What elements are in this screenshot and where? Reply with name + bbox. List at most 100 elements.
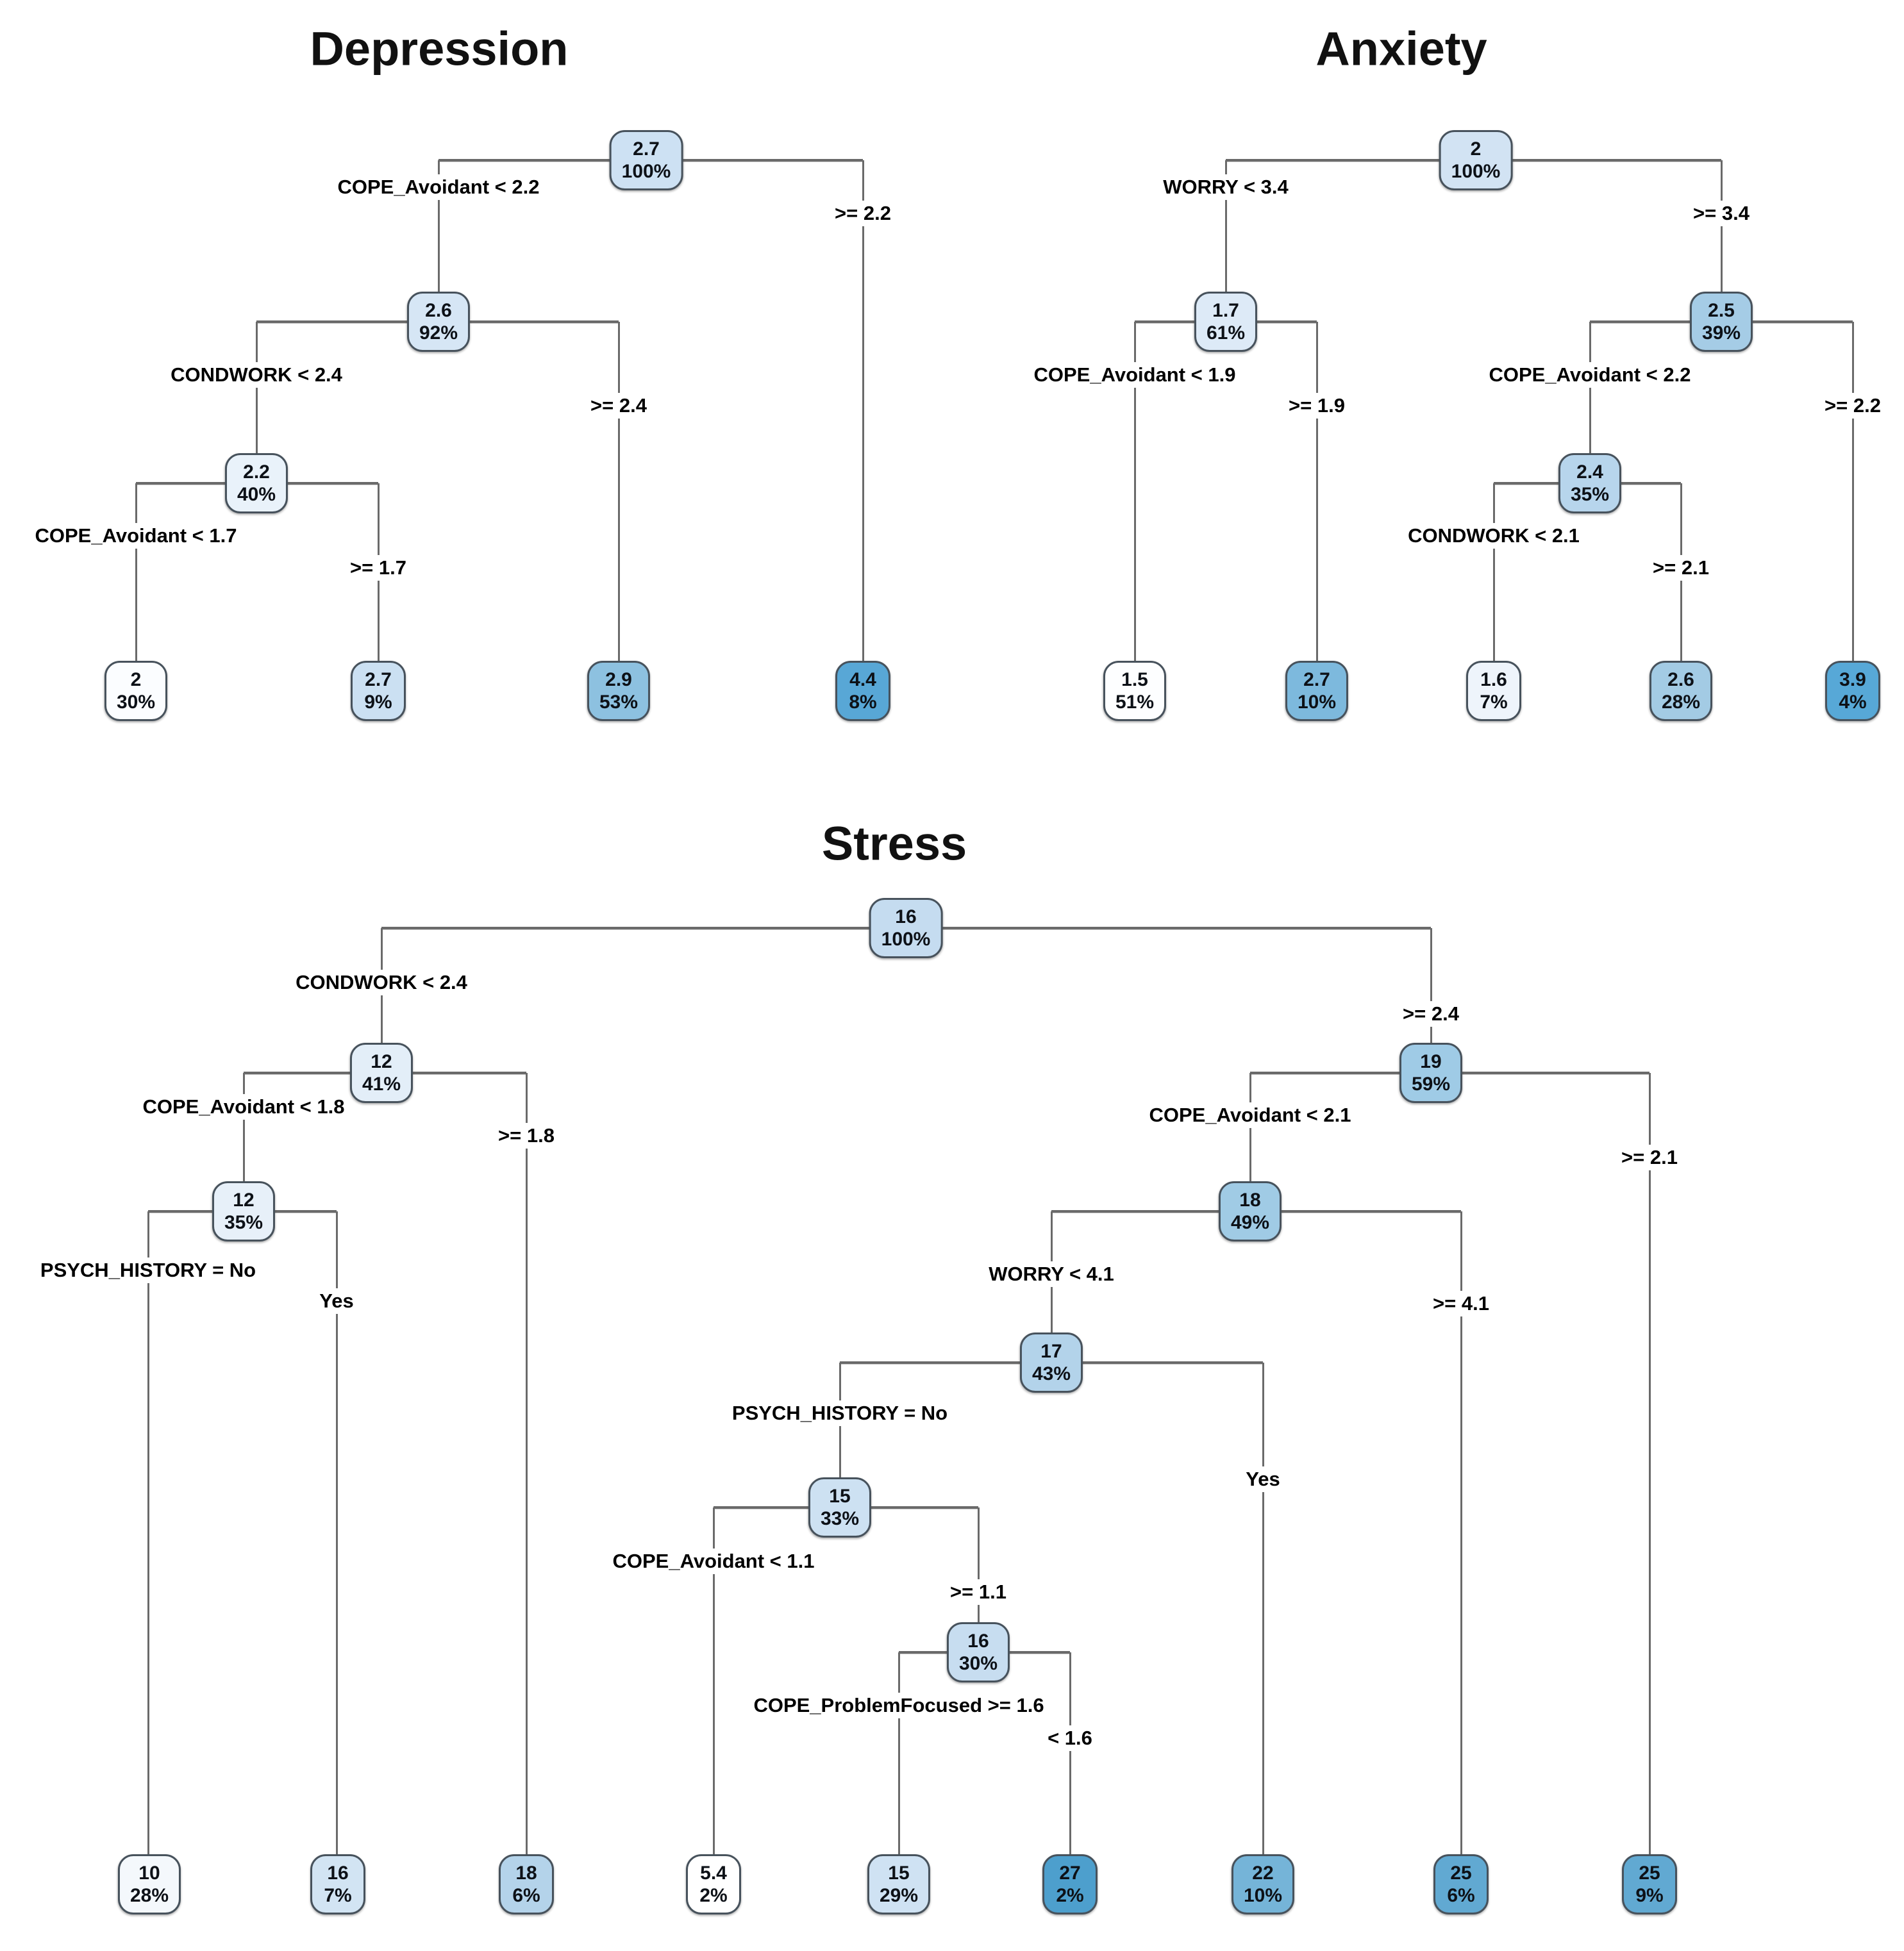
node-percentage: 92% [419, 322, 458, 344]
node-value: 2.9 [605, 669, 632, 690]
branch-line-vertical [1589, 322, 1591, 483]
node-percentage: 41% [362, 1074, 401, 1095]
node-value: 2.6 [1667, 669, 1694, 690]
split-label-left: COPE_Avoidant < 2.1 [1142, 1102, 1358, 1128]
node-value: 22 [1252, 1863, 1274, 1884]
node-value: 25 [1450, 1863, 1472, 1884]
branch-line-vertical [1430, 928, 1432, 1073]
node-value: 2.2 [243, 461, 270, 483]
split-label-left: COPE_Avoidant < 2.2 [331, 174, 546, 200]
node-value: 2.7 [633, 138, 660, 160]
node-percentage: 7% [324, 1885, 352, 1906]
branch-line-vertical [377, 483, 380, 691]
node-percentage: 100% [881, 929, 931, 950]
node-value: 4.4 [849, 669, 876, 690]
node-value: 2.7 [1303, 669, 1330, 690]
node-value: 19 [1420, 1051, 1442, 1072]
node-percentage: 35% [224, 1212, 263, 1233]
node-value: 12 [371, 1051, 392, 1072]
branch-line-vertical [1492, 483, 1495, 691]
node-percentage: 59% [1411, 1074, 1451, 1095]
branch-line-vertical [380, 928, 383, 1073]
split-label-right: >= 4.1 [1426, 1291, 1496, 1316]
node-value: 1.5 [1121, 669, 1148, 690]
branch-line-vertical [335, 1211, 338, 1884]
split-label-left: CONDWORK < 2.4 [164, 362, 349, 388]
node-percentage: 35% [1570, 484, 1610, 505]
split-label-left: PSYCH_HISTORY = No [33, 1258, 263, 1283]
node-percentage: 10% [1297, 692, 1337, 713]
branch-line-vertical [1069, 1652, 1071, 1884]
branch-line-vertical [862, 160, 864, 691]
node-percentage: 40% [237, 484, 276, 505]
node-percentage: 100% [1451, 161, 1501, 182]
branch-line-vertical [839, 1363, 841, 1507]
branch-line-vertical [1680, 483, 1682, 691]
split-label-left: COPE_Avoidant < 1.1 [606, 1548, 821, 1574]
node-percentage: 2% [1056, 1885, 1084, 1906]
node-value: 18 [515, 1863, 537, 1884]
split-label-left: CONDWORK < 2.4 [289, 970, 474, 995]
split-label-left: COPE_Avoidant < 1.9 [1027, 362, 1242, 388]
node-percentage: 2% [699, 1885, 728, 1906]
branch-line-vertical [1262, 1363, 1264, 1884]
node-percentage: 61% [1206, 322, 1246, 344]
tree-title-stress: Stress [821, 817, 967, 870]
node-value: 2 [1470, 138, 1482, 160]
branch-line-vertical [255, 322, 258, 483]
tree-title-depression: Depression [310, 22, 569, 76]
branch-line-vertical [1720, 160, 1723, 322]
split-label-right: >= 2.1 [1615, 1145, 1684, 1170]
branch-line-vertical [1050, 1211, 1053, 1363]
node-value: 2.6 [425, 300, 452, 321]
split-label-right: >= 1.1 [944, 1579, 1013, 1605]
split-label-right: >= 2.4 [1396, 1001, 1466, 1027]
node-percentage: 100% [621, 161, 671, 182]
split-label-right: Yes [1239, 1466, 1287, 1492]
branch-line-vertical [712, 1507, 715, 1884]
branch-line-vertical [135, 483, 137, 691]
node-percentage: 10% [1243, 1885, 1283, 1906]
node-value: 15 [888, 1863, 910, 1884]
node-percentage: 28% [1661, 692, 1701, 713]
node-value: 10 [138, 1863, 160, 1884]
branch-line-vertical [898, 1652, 900, 1884]
node-value: 3.9 [1839, 669, 1866, 690]
branch-line-vertical [617, 322, 620, 691]
node-value: 16 [327, 1863, 349, 1884]
node-value: 27 [1059, 1863, 1081, 1884]
split-label-right: >= 2.1 [1646, 555, 1716, 581]
node-percentage: 28% [129, 1885, 169, 1906]
branch-line-vertical [147, 1211, 149, 1884]
split-label-right: >= 1.7 [344, 555, 413, 581]
node-value: 12 [233, 1190, 255, 1211]
node-percentage: 8% [849, 692, 877, 713]
split-label-left: PSYCH_HISTORY = No [725, 1400, 955, 1426]
split-label-right: Yes [313, 1288, 360, 1314]
split-label-right: >= 1.8 [492, 1123, 561, 1149]
node-value: 15 [829, 1486, 851, 1507]
node-percentage: 33% [820, 1508, 860, 1529]
node-value: 5.4 [700, 1863, 727, 1884]
